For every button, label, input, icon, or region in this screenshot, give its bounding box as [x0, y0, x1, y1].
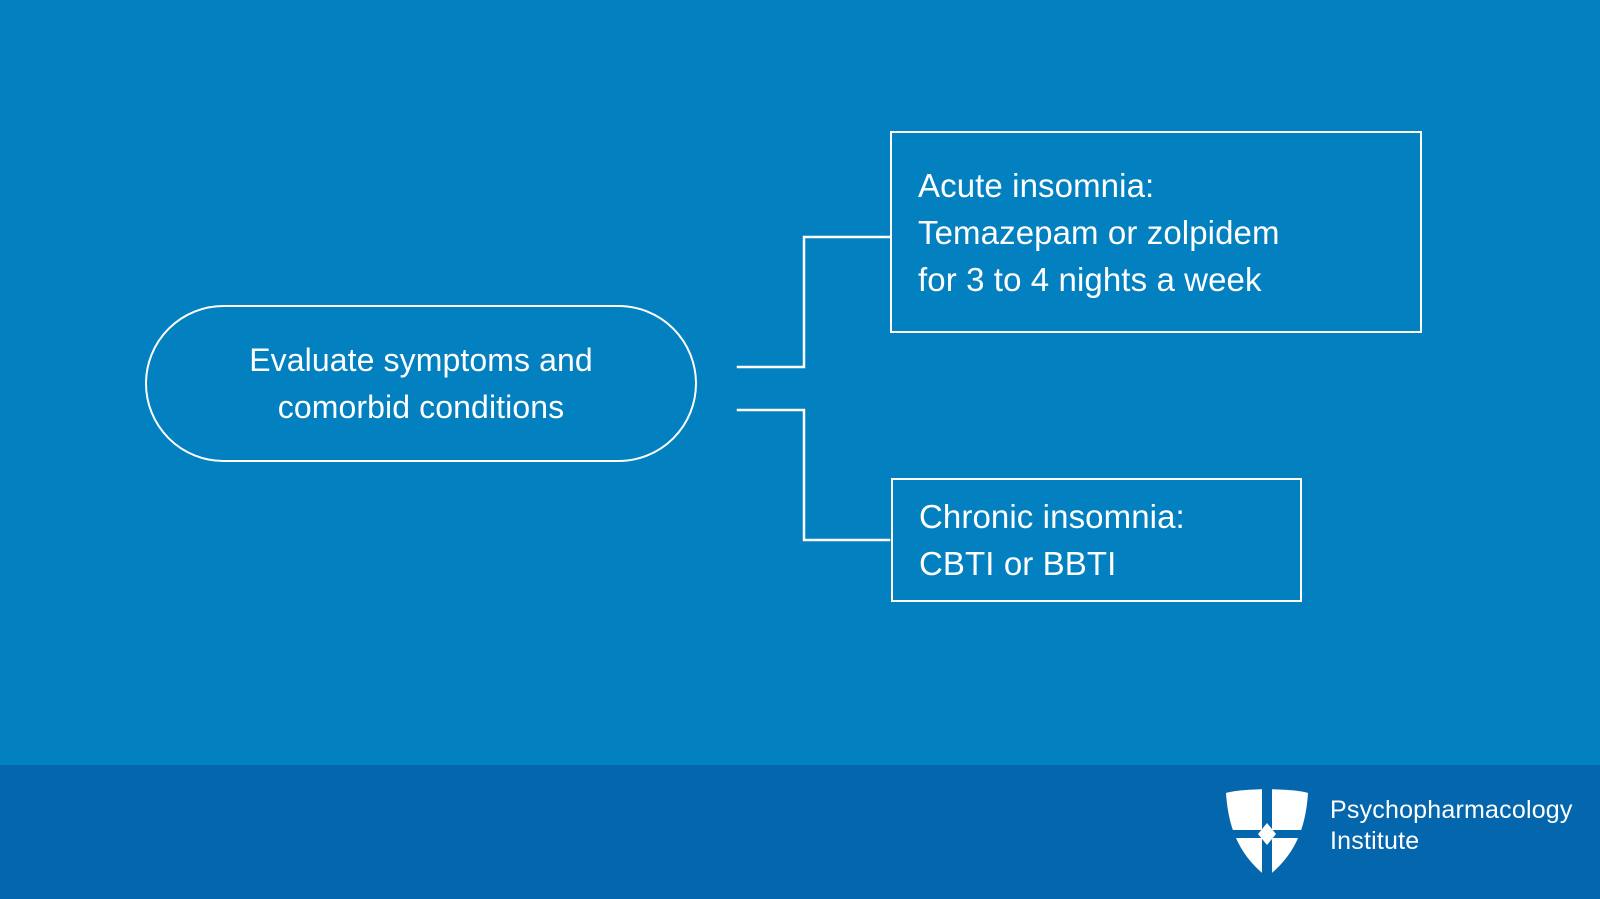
footer-band — [0, 765, 1600, 899]
brand-logo: Psychopharmacology Institute — [1222, 779, 1572, 879]
brand-wordmark-line-2: Institute — [1330, 827, 1420, 855]
flow-node-chronic-insomnia[interactable]: Chronic insomnia: CBTI or BBTI — [891, 478, 1302, 602]
flow-node-chronic-line-2: CBTI or BBTI — [919, 545, 1117, 582]
flow-node-acute-line-2: Temazepam or zolpidem — [918, 213, 1280, 251]
flow-node-evaluate-line-1: Evaluate symptoms and — [249, 341, 593, 378]
flow-node-acute-line-1: Acute insomnia: — [918, 166, 1155, 204]
flow-node-acute-insomnia[interactable]: Acute insomnia: Temazepam or zolpidem fo… — [890, 131, 1422, 333]
flow-node-evaluate-line-2: comorbid conditions — [277, 388, 565, 425]
flow-node-chronic-line-1: Chronic insomnia: — [919, 498, 1185, 535]
brand-wordmark: Psychopharmacology Institute — [1330, 795, 1573, 857]
flow-node-acute-line-3: for 3 to 4 nights a week — [918, 260, 1262, 298]
slide-background — [0, 0, 1600, 765]
brand-wordmark-line-1: Psychopharmacology — [1330, 796, 1573, 824]
shield-logo-icon — [1226, 789, 1308, 877]
flow-node-evaluate[interactable]: Evaluate symptoms and comorbid condition… — [145, 305, 697, 462]
